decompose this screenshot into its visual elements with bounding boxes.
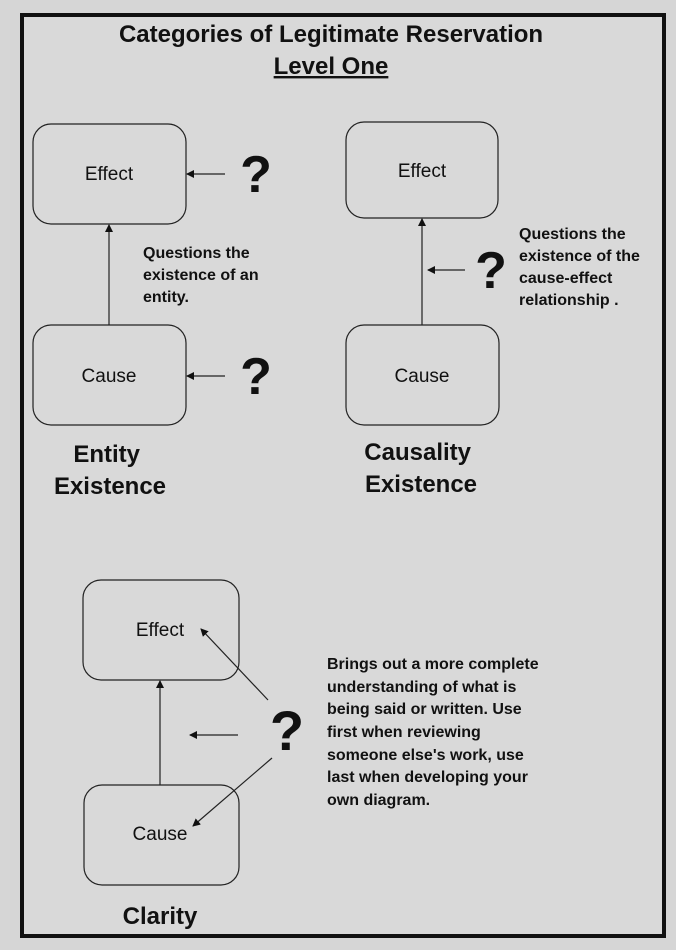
question-mark-icon: ? xyxy=(240,146,272,204)
cause-label: Cause xyxy=(82,366,137,387)
page-subtitle: Level One xyxy=(274,53,389,80)
cause-box xyxy=(83,784,240,886)
entity-note: Questions the existence of an entity. xyxy=(143,245,263,306)
page-frame xyxy=(20,13,666,938)
effect-label: Effect xyxy=(398,161,447,182)
clarity-diagram: Effect Cause ? Brings out a more complet… xyxy=(82,579,543,930)
cause-label: Cause xyxy=(133,824,188,845)
question-arrow xyxy=(192,757,273,827)
causality-existence-diagram: Effect Cause ? Questions the existence o… xyxy=(345,121,644,498)
clarity-label: Clarity xyxy=(123,903,198,930)
entity-existence-label: Entity Existence xyxy=(54,441,166,500)
question-mark-icon: ? xyxy=(270,699,304,762)
question-mark-icon: ? xyxy=(240,348,272,406)
question-mark-icon: ? xyxy=(475,242,507,300)
effect-label: Effect xyxy=(85,164,134,185)
cause-label: Cause xyxy=(395,366,450,387)
question-arrow xyxy=(200,628,269,701)
clarity-note: Brings out a more complete understanding… xyxy=(327,656,543,809)
entity-existence-diagram: Effect Cause ? ? Questions the existence… xyxy=(32,123,272,500)
effect-label: Effect xyxy=(136,620,185,641)
causality-existence-label: Causality Existence xyxy=(364,439,477,498)
page-title: Categories of Legitimate Reservation xyxy=(119,21,543,48)
causality-note: Questions the existence of the cause-eff… xyxy=(519,226,644,309)
